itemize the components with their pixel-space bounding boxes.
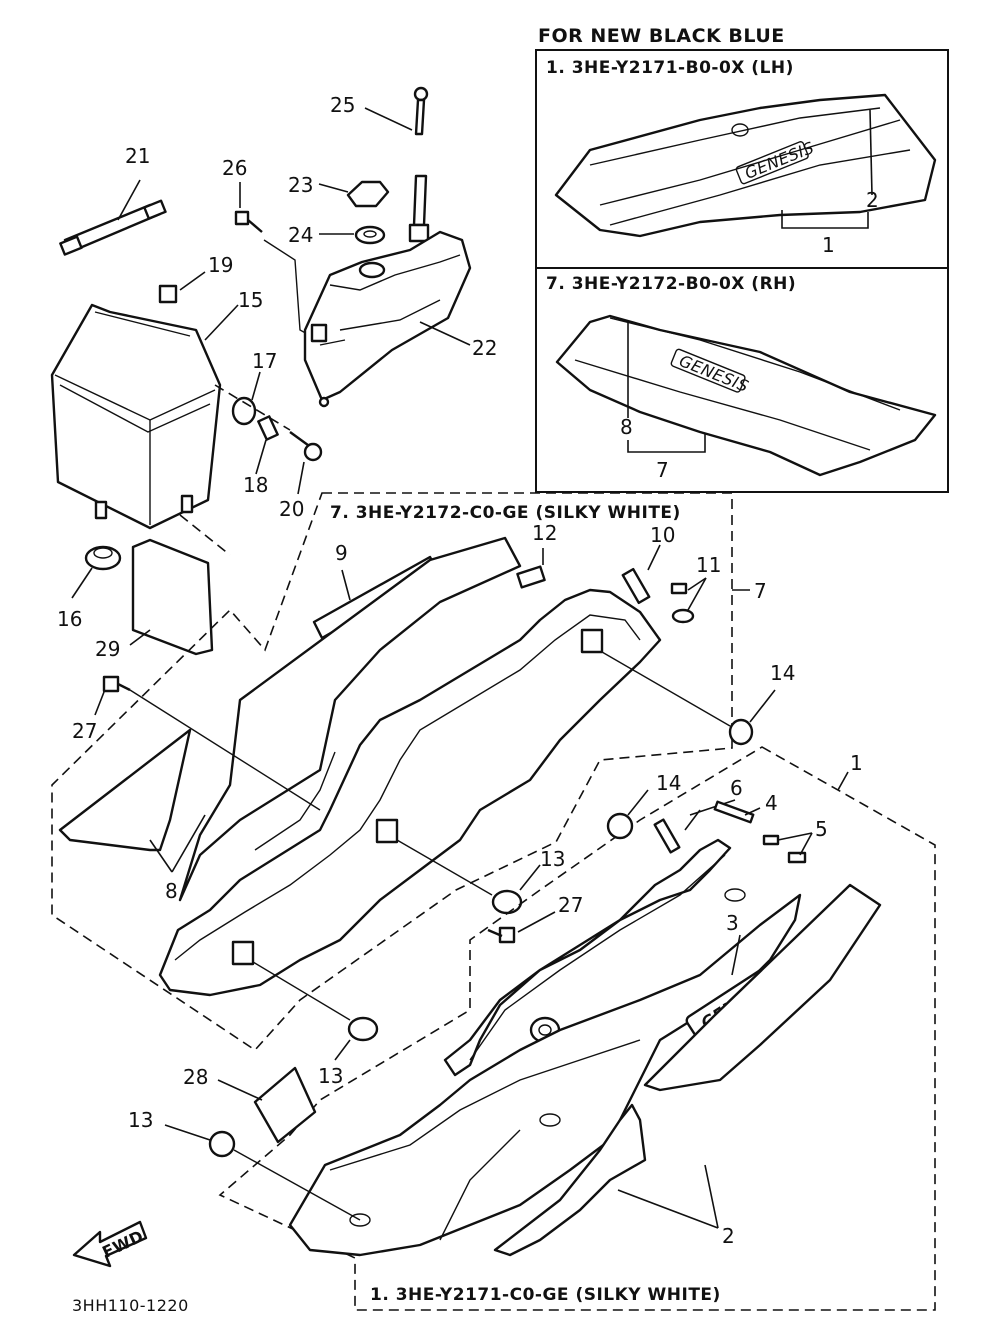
battery-cover-plate: [131, 538, 214, 656]
clip-11b: [671, 608, 695, 624]
clip-11a: [670, 582, 688, 595]
callout-15: 15: [238, 288, 263, 312]
callout-16: 16: [57, 607, 82, 631]
clip-5a: [762, 834, 780, 846]
rh-silky-white-group: 7. 3HE-Y2172-C0-GE (SILKY WHITE) 7 9 12 …: [51, 492, 795, 1088]
grommet-13-lower: [347, 1016, 379, 1042]
oil-tank-group: 25 23 24 26 22: [222, 86, 497, 408]
battery-case: [50, 303, 222, 530]
rh-cover-inner-frame: [158, 588, 662, 997]
callout-20: 20: [279, 497, 304, 521]
stripe-2-upper: [643, 883, 882, 1092]
callout-1-box: 1: [822, 233, 835, 257]
screw-27-upper: [102, 675, 120, 693]
callout-27-lower: 27: [558, 893, 583, 917]
grommet-14-upper: [728, 718, 754, 746]
pad-10: [621, 567, 651, 605]
callout-3: 3: [726, 911, 739, 935]
seal-24: [354, 225, 386, 245]
lh-caption: 1. 3HE-Y2171-B0-0X (LH): [546, 58, 794, 78]
callout-13-middle: 13: [540, 847, 565, 871]
lh-side-cover-silky-white: [288, 893, 802, 1257]
damper-17: [231, 396, 257, 426]
rh-caption: 7. 3HE-Y2172-B0-0X (RH): [546, 274, 796, 294]
battery-box-group: 21 16 29 19 15 17 18: [50, 144, 323, 661]
pad-4: [713, 800, 755, 824]
callout-2-bottom: 2: [722, 1224, 735, 1248]
callout-1: 1: [850, 751, 863, 775]
callout-22: 22: [472, 336, 497, 360]
callout-8-main: 8: [165, 879, 178, 903]
callout-7-dash: 7: [754, 579, 767, 603]
oil-tank-22: [303, 230, 472, 402]
dipstick-25: [413, 86, 429, 102]
grommet-14-lower: [606, 812, 634, 840]
callout-24: 24: [288, 223, 313, 247]
callout-28: 28: [183, 1065, 208, 1089]
clip-5b: [787, 851, 807, 864]
callout-21: 21: [125, 144, 150, 168]
callout-23: 23: [288, 173, 313, 197]
callout-10: 10: [650, 523, 675, 547]
fwd-arrow: FWD: [72, 1220, 148, 1268]
callout-29: 29: [95, 637, 120, 661]
lh-silky-caption: 1. 3HE-Y2171-C0-GE (SILKY WHITE): [370, 1285, 721, 1305]
caution-label-28: [253, 1066, 317, 1144]
mount-boss-middle: [375, 818, 399, 844]
rh-side-cover-silky-white: [178, 536, 522, 902]
inset-frame: [535, 49, 949, 493]
callout-17: 17: [252, 349, 277, 373]
callout-7-box: 7: [656, 458, 669, 482]
battery-drain-nipple: [94, 500, 108, 520]
mount-boss-upper: [580, 628, 604, 654]
callout-25: 25: [330, 93, 355, 117]
callout-8-box: 8: [620, 415, 633, 439]
callout-26: 26: [222, 156, 247, 180]
bracket-19: [158, 284, 178, 304]
callout-14-upper: 14: [770, 661, 795, 685]
lh-side-cover-black-blue: GENESIS: [554, 93, 937, 238]
inset-title: FOR NEW BLACK BLUE: [538, 25, 785, 47]
callout-2-top: 2: [866, 188, 879, 212]
callout-27-upper: 27: [72, 719, 97, 743]
callout-4: 4: [765, 791, 778, 815]
black-blue-inset: FOR NEW BLACK BLUE 1. 3HE-Y2171-B0-0X (L…: [535, 25, 949, 493]
screw-26: [234, 210, 250, 226]
stripe-2-lower: [493, 1103, 647, 1257]
callout-6: 6: [730, 776, 743, 800]
grommet-13-middle: [491, 889, 523, 915]
callout-12: 12: [532, 521, 557, 545]
grommet-13-bottom: [208, 1130, 236, 1158]
lh-silky-white-group: 1. 3HE-Y2171-C0-GE (SILKY WHITE) 1 14 6 …: [128, 746, 936, 1311]
collar-18: [257, 415, 279, 441]
mount-boss-lower: [231, 940, 255, 966]
callout-13-lower: 13: [318, 1064, 343, 1088]
stripe-8: [58, 728, 192, 852]
pad-6: [653, 818, 681, 854]
callout-11: 11: [696, 553, 721, 577]
rh-silky-caption: 7. 3HE-Y2172-C0-GE (SILKY WHITE): [330, 503, 681, 523]
callout-19: 19: [208, 253, 233, 277]
callout-9: 9: [335, 541, 348, 565]
pad-12: [516, 565, 546, 589]
oil-cap-23: [346, 180, 390, 208]
callout-14-lower: 14: [656, 771, 681, 795]
callout-18: 18: [243, 473, 268, 497]
rh-side-cover-black-blue: GENESIS: [555, 314, 937, 477]
callout-5: 5: [815, 817, 828, 841]
drawing-code: 3HH110-1220: [72, 1296, 189, 1315]
callout-13-bottom: 13: [128, 1108, 153, 1132]
